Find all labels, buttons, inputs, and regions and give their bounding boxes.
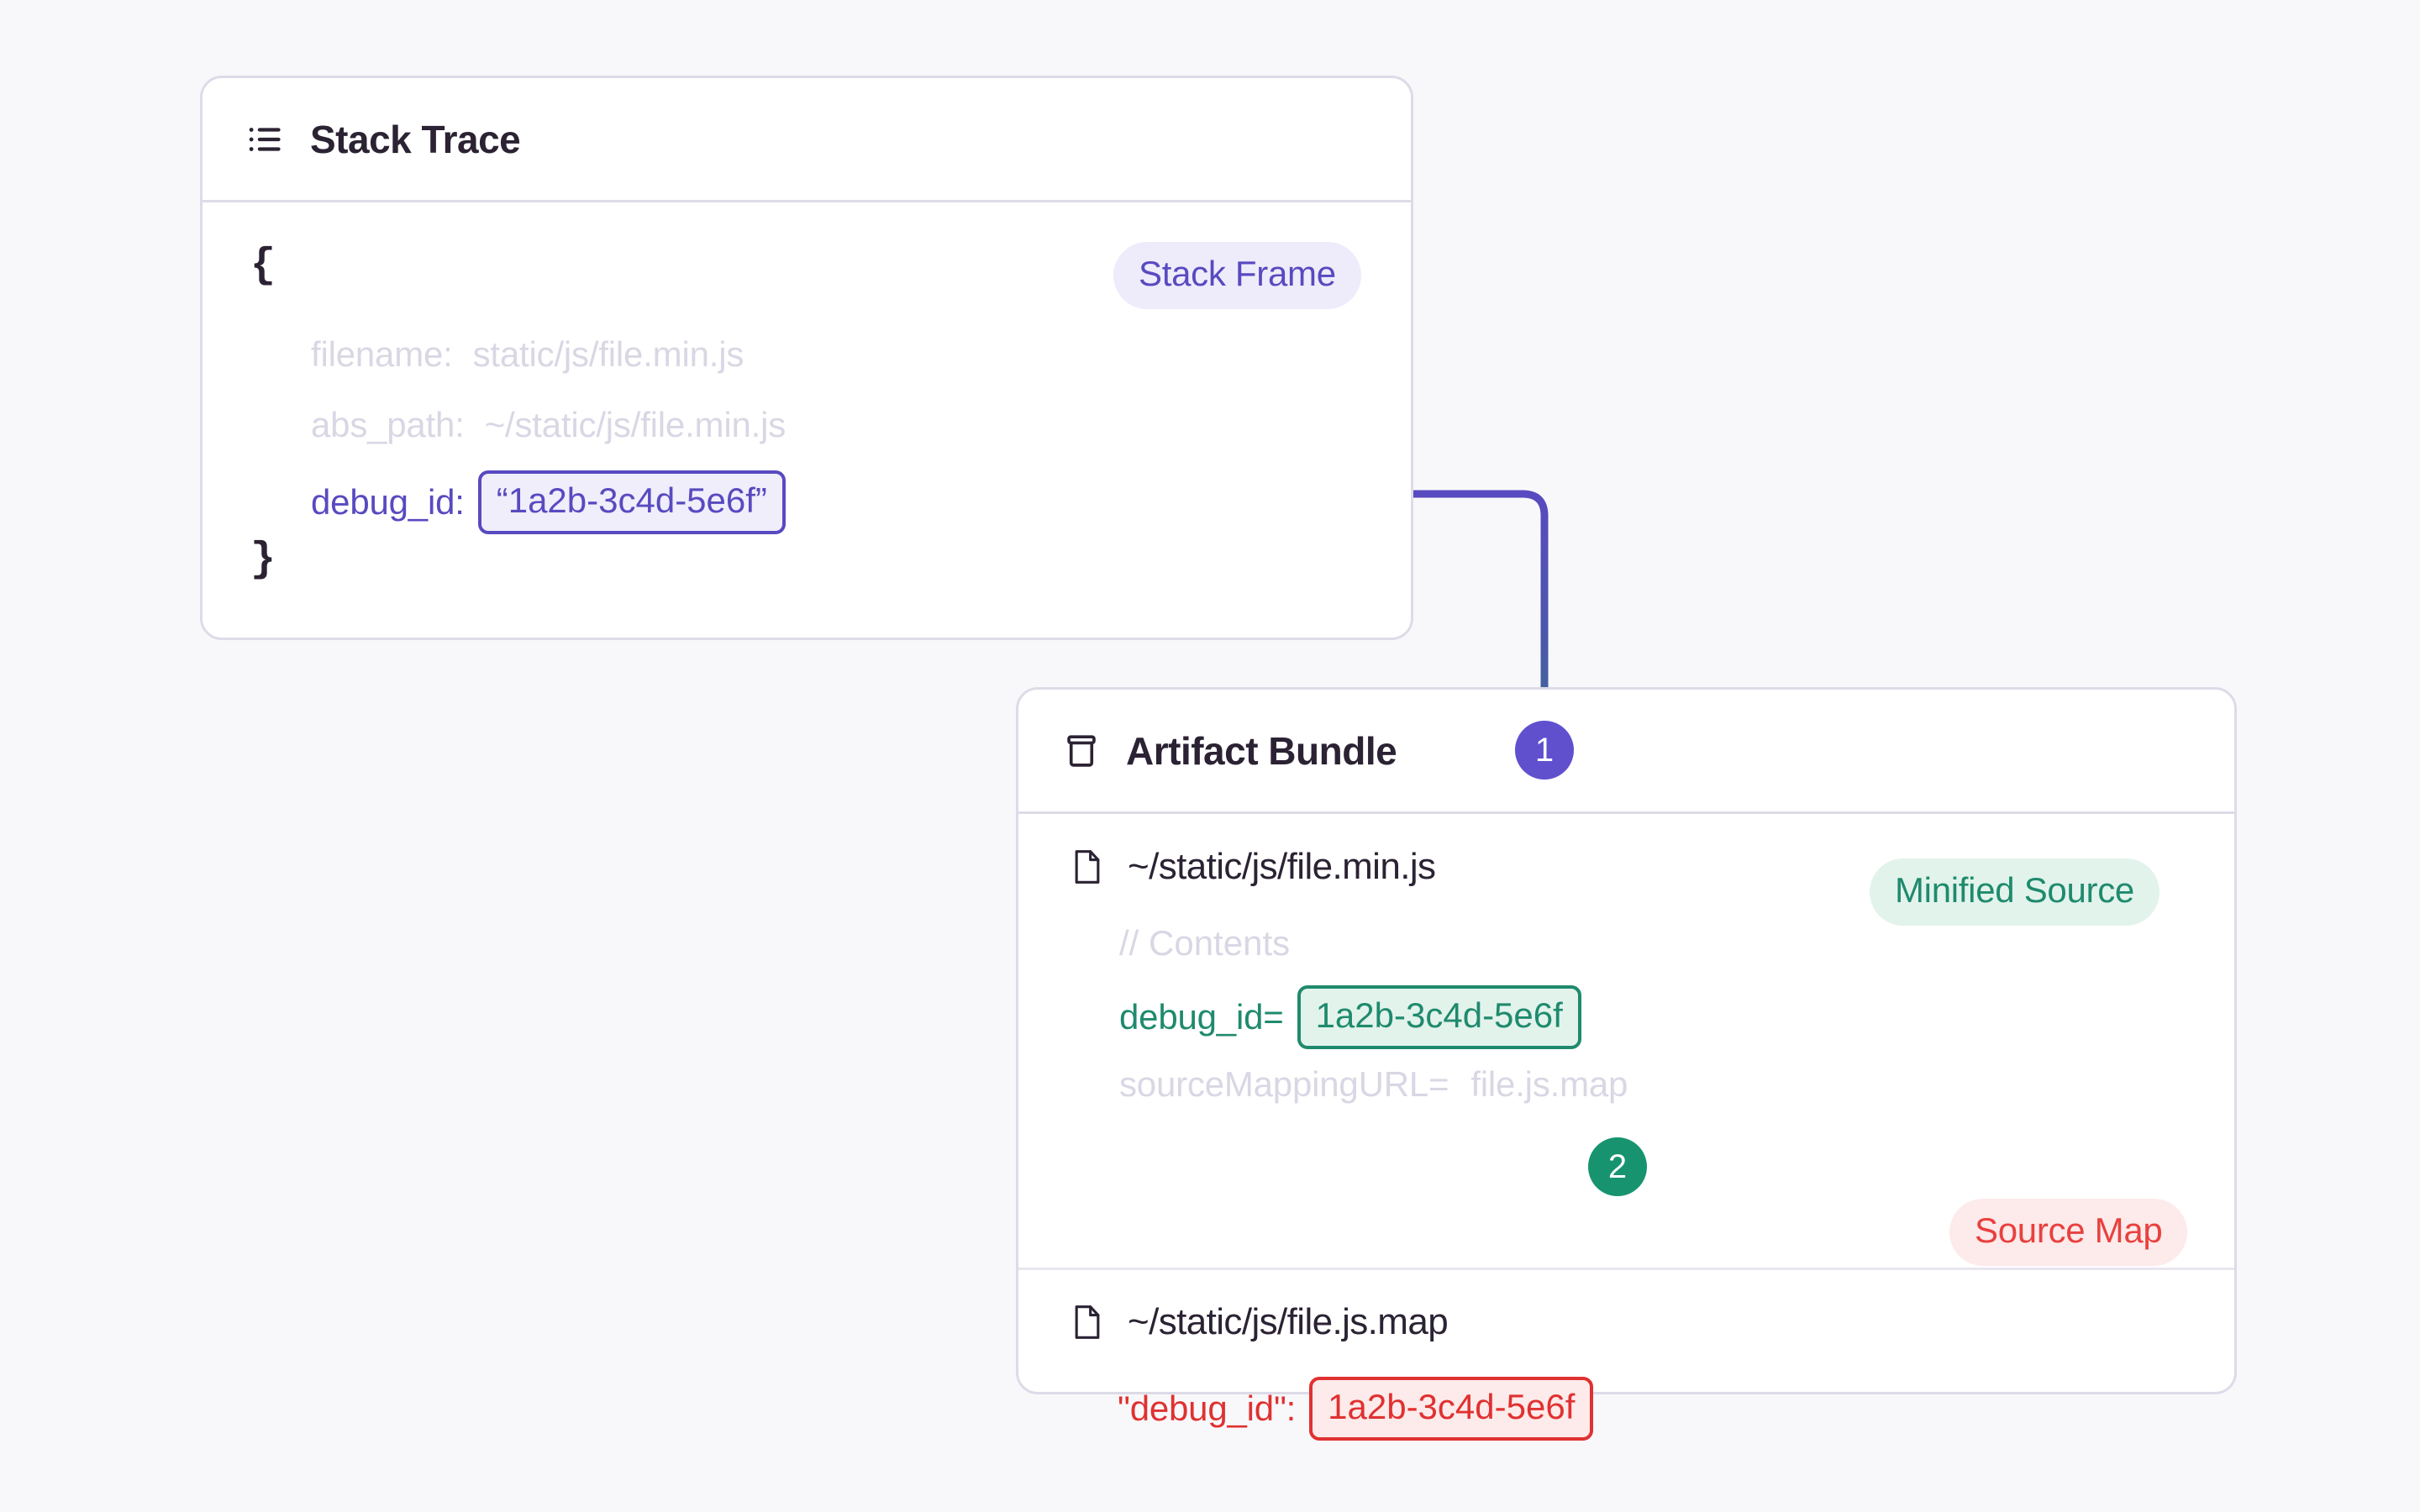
- sourcemap-debugid-row: "debug_id": 1a2b-3c4d-5e6f: [1118, 1377, 1594, 1441]
- stack-frame-badge: Stack Frame: [1113, 242, 1361, 309]
- abspath-key: abs_path:: [311, 405, 465, 444]
- artifact-file-name-sourcemap: ~/static/js/file.js.map: [1128, 1301, 1449, 1342]
- step-badge-2: 2: [1588, 1137, 1647, 1196]
- artifact-file-divider: [1018, 1268, 2234, 1270]
- source-map-badge: Source Map: [1949, 1199, 2188, 1266]
- json-brace-close: }: [250, 536, 276, 584]
- source-mapping-url-value: file.js.map: [1470, 1064, 1628, 1104]
- artifact-file-row-minified[interactable]: ~/static/js/file.min.js: [1071, 846, 1436, 888]
- artifact-bundle-card: Artifact Bundle ~/static/js/file.min.js …: [1016, 687, 2237, 1441]
- source-mapping-url-row: sourceMappingURL= file.js.map: [1119, 1064, 1628, 1105]
- filename-value: static/js/file.min.js: [472, 334, 744, 374]
- minified-source-badge: Minified Source: [1870, 858, 2160, 926]
- artifact-file-name-minified: ~/static/js/file.min.js: [1128, 846, 1436, 887]
- stack-trace-header: Stack Trace: [203, 78, 1411, 202]
- filename-key: filename:: [311, 334, 453, 374]
- sourcemap-debugid-value-chip[interactable]: 1a2b-3c4d-5e6f: [1309, 1377, 1594, 1441]
- stack-trace-title: Stack Trace: [310, 117, 521, 161]
- package-icon: [1062, 732, 1101, 770]
- sourcemap-debugid-key: "debug_id":: [1118, 1389, 1297, 1428]
- artifact-bundle-title: Artifact Bundle: [1126, 728, 1397, 773]
- artifact-bundle-header: Artifact Bundle: [1018, 690, 2234, 814]
- source-mapping-url-key: sourceMappingURL=: [1119, 1064, 1449, 1104]
- stack-frame-filename-row: filename: static/js/file.min.js: [311, 334, 744, 375]
- stack-frame-abspath-row: abs_path: ~/static/js/file.min.js: [311, 405, 786, 445]
- artifact-file-row-sourcemap[interactable]: ~/static/js/file.js.map: [1071, 1301, 1449, 1343]
- minified-debugid-value-chip[interactable]: 1a2b-3c4d-5e6f: [1297, 985, 1581, 1049]
- json-brace-open: {: [250, 242, 276, 290]
- minified-debugid-key: debug_id=: [1119, 997, 1284, 1037]
- minified-debugid-row: debug_id= 1a2b-3c4d-5e6f: [1119, 985, 1581, 1049]
- debug-id-key: debug_id:: [311, 482, 465, 522]
- abspath-value: ~/static/js/file.min.js: [484, 405, 786, 444]
- file-icon: [1071, 1304, 1104, 1341]
- list-icon: [246, 120, 285, 159]
- stack-frame-debugid-row: debug_id: “1a2b-3c4d-5e6f”: [311, 470, 786, 534]
- step-badge-1: 1: [1515, 721, 1574, 780]
- file-icon: [1071, 848, 1104, 885]
- minified-contents-comment: // Contents: [1119, 923, 1291, 963]
- debug-id-value-chip[interactable]: “1a2b-3c4d-5e6f”: [477, 470, 786, 534]
